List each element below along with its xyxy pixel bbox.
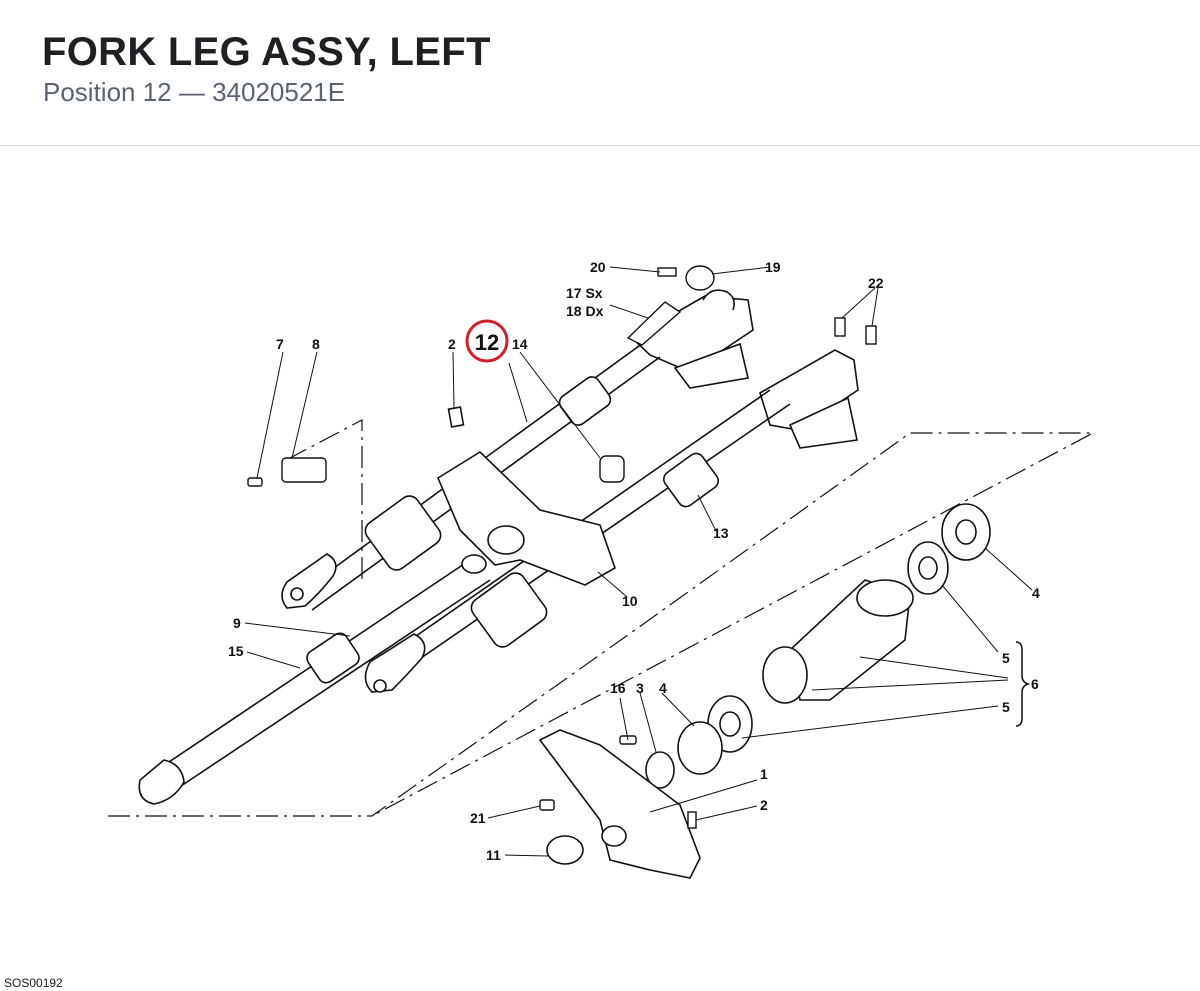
callout-19: 19: [765, 259, 781, 275]
callout-2-bottom: 2: [760, 797, 768, 813]
callout-21: 21: [470, 810, 486, 826]
page-header: FORK LEG ASSY, LEFT Position 12 — 340205…: [0, 0, 1200, 146]
callout-22: 22: [868, 275, 884, 291]
callout-11: 11: [486, 847, 501, 863]
callout-3: 3: [636, 680, 644, 696]
upper-triple-clamp: [436, 406, 616, 586]
callout-14: 14: [512, 336, 528, 352]
right-fork-leg: [364, 349, 859, 693]
callout-15: 15: [228, 643, 244, 659]
callout-6: 6: [1031, 676, 1039, 692]
callout-4-right: 4: [1032, 585, 1040, 601]
callout-17: 17 Sx: [566, 285, 603, 301]
callout-20: 20: [590, 259, 606, 275]
callout-1: 1: [760, 766, 768, 782]
selected-position-marker[interactable]: [465, 319, 509, 363]
page-subtitle: Position 12 — 34020521E: [43, 77, 346, 107]
callout-2-top: 2: [448, 336, 456, 352]
lower-triple-clamp: [538, 729, 701, 879]
callout-5-top: 5: [1002, 650, 1010, 666]
group-bracket: [1015, 641, 1031, 727]
steering-stem: [645, 503, 991, 789]
callout-5-bottom: 5: [1002, 699, 1010, 715]
callout-labels: 20 19 17 Sx 18 Dx 22 7 8 2 14 13 10 4 5 …: [228, 259, 1040, 863]
lower-stanchion: [138, 554, 491, 805]
callout-4-left: 4: [659, 680, 667, 696]
reference-lines: [108, 419, 1094, 817]
left-fork-leg: [281, 289, 754, 611]
callout-16: 16: [610, 680, 626, 696]
callout-13: 13: [713, 525, 729, 541]
drawing-code: SOS00192: [4, 976, 63, 990]
callout-18: 18 Dx: [566, 303, 604, 319]
exploded-parts-diagram: 12 20 19 17 Sx 18 Dx 22 7 8 2 14 13 10 4…: [108, 259, 1094, 879]
callout-8: 8: [312, 336, 320, 352]
small-hardware: [247, 265, 877, 829]
callout-10: 10: [622, 593, 638, 609]
selected-position-label[interactable]: 12: [475, 330, 499, 355]
callout-9: 9: [233, 615, 241, 631]
page-title: FORK LEG ASSY, LEFT: [42, 30, 491, 74]
leader-lines: [244, 266, 1033, 857]
callout-7: 7: [276, 336, 284, 352]
